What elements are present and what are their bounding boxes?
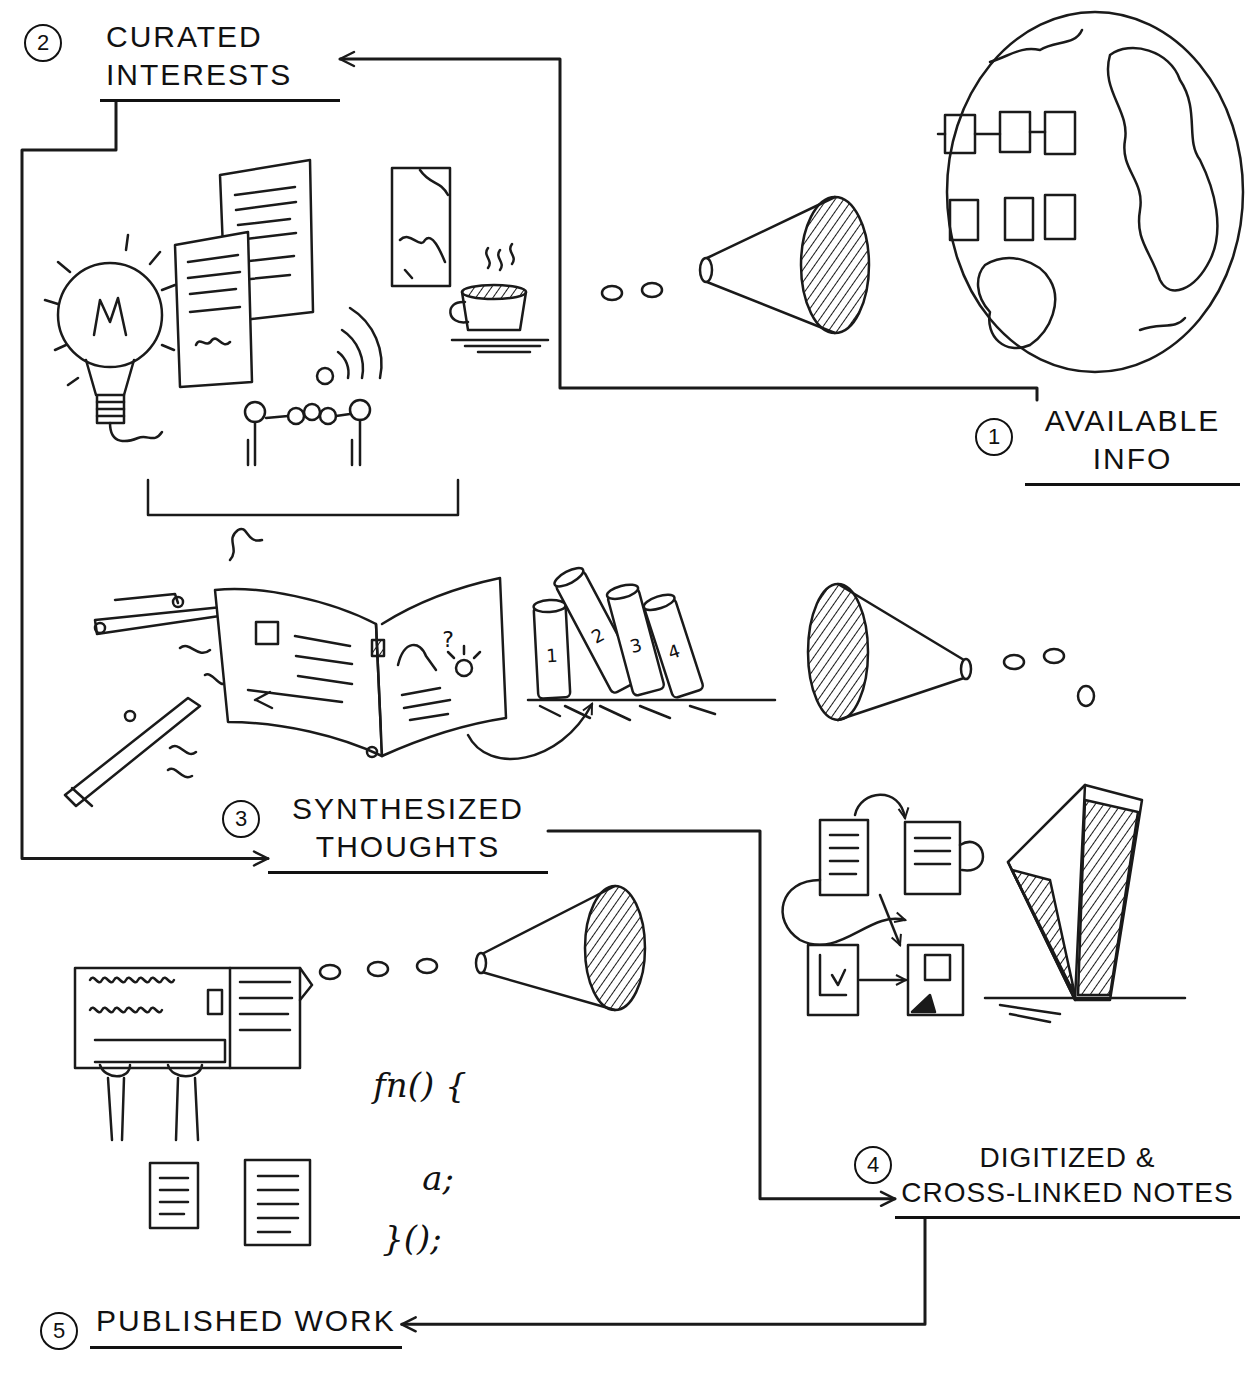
light-bulb [45,235,175,441]
linked-notes [783,795,983,1015]
keyboard [75,968,312,1140]
word: PUBLISHED [96,1304,284,1337]
stage-heading: DIGITIZED & CROSS-LINKED NOTES [895,1138,1240,1219]
callout-circle: 2 [24,24,62,62]
shelf [468,700,775,759]
word: DIGITIZED [980,1142,1127,1173]
word: CROSS-LINKED [901,1177,1123,1208]
word: NOTES [1132,1177,1233,1208]
heading-text: SYNTHESIZED THOUGHTS [274,790,542,865]
heading-text: AVAILABLE INFO [1031,402,1234,477]
callout-number: 2 [37,32,49,54]
tube-number: 2 [589,625,608,646]
heading-text: CURATED INTERESTS [106,18,334,93]
callout-circle: 3 [222,800,260,838]
open-book [215,578,506,757]
callout-number: 5 [53,1320,65,1342]
tube-number: 4 [666,642,682,663]
word: WORK [294,1304,395,1337]
code-snippet: a; [422,1161,454,1195]
flow-arrow [402,1219,925,1324]
callout-circle: 5 [40,1312,78,1350]
callout-number: 1 [988,426,1000,448]
callout-number: 3 [235,808,247,830]
bracket [148,480,458,515]
heading-text: DIGITIZED & CROSS-LINKED NOTES [901,1140,1234,1210]
word: & [1136,1142,1156,1173]
flow-arrow [22,102,268,859]
documents [150,1160,310,1245]
tubes [533,564,704,698]
stage-heading: CURATED INTERESTS [100,16,340,102]
people-signal [245,308,381,465]
word: AVAILABLE [1045,404,1220,437]
heading-text: PUBLISHED WORK [96,1302,396,1340]
word: INFO [1093,442,1173,475]
word: CURATED [106,20,263,53]
callout-circle: 1 [975,418,1013,456]
sketch-mark: ? [442,629,454,651]
funnel [320,886,645,1010]
stage-heading: SYNTHESIZED THOUGHTS [268,788,548,874]
word: SYNTHESIZED [292,792,524,825]
funnel [808,584,1094,720]
code-snippet: }(); [382,1221,442,1255]
paper-sheets [175,160,313,387]
tube-number: 1 [546,647,558,666]
crystal [985,785,1185,1022]
code-snippet: fn() { [373,1068,466,1102]
stage-heading: AVAILABLE INFO [1025,400,1240,486]
flow-arrow [548,831,895,1199]
tube-number: 3 [628,636,644,656]
globe [938,12,1243,372]
funnel [602,197,869,333]
word: THOUGHTS [316,830,500,863]
flow-arrow [340,59,1037,400]
coffee-mug [450,244,548,352]
callout-circle: 4 [854,1146,892,1184]
word: INTERESTS [106,58,292,91]
map-card [392,168,450,286]
callout-number: 4 [867,1154,879,1176]
stage-heading: PUBLISHED WORK [90,1300,402,1349]
